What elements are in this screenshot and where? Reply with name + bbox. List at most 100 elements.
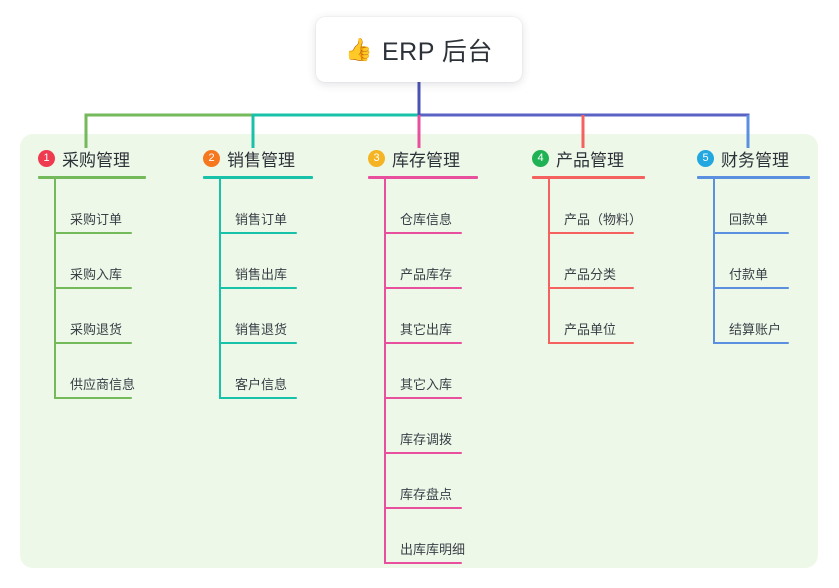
branch-number-badge: 4 [532,149,549,167]
branch-item-label: 回款单 [729,212,769,227]
branch-item-rule [219,287,297,289]
branch-item-rule [713,342,789,344]
branch-item-rule [548,342,634,344]
branch-item-rule [54,287,132,289]
root-title: 👍 ERP 后台 [345,32,493,68]
branch-column-2: 2 销售管理销售订单销售出库销售退货客户信息 [203,145,353,399]
branch-item-rule [384,232,462,234]
branch-header-rule [532,176,645,179]
root-title-text: ERP 后台 [382,37,493,66]
branch-item[interactable]: 采购退货 [54,289,188,344]
branch-item-label: 采购入库 [70,267,123,282]
branch-spine [713,179,715,344]
branch-item[interactable]: 库存调拨 [384,399,518,454]
branch-item[interactable]: 其它入库 [384,344,518,399]
branch-item-list: 采购订单采购入库采购退货供应商信息 [38,179,188,399]
branch-item-rule [54,342,132,344]
root-node[interactable]: 👍 ERP 后台 [316,17,522,82]
branch-item-label: 仓库信息 [400,212,453,227]
branch-item-rule [219,342,297,344]
branch-item-label: 付款单 [729,267,769,282]
branch-item[interactable]: 回款单 [713,179,832,234]
branch-header-5[interactable]: 5 财务管理 [697,145,832,171]
branch-item[interactable]: 客户信息 [219,344,353,399]
branch-item[interactable]: 产品（物料） [548,179,682,234]
branch-item-rule [713,232,789,234]
branch-item-label: 产品单位 [564,322,617,337]
branch-title: 产品管理 [556,150,624,170]
branch-item-label: 出库库明细 [400,542,466,557]
branch-item-rule [219,232,297,234]
branch-item-rule [548,287,634,289]
branch-item-label: 采购订单 [70,212,123,227]
branch-title: 销售管理 [227,150,295,170]
branch-item-rule [384,562,462,564]
branch-header-rule [38,176,146,179]
branch-title: 库存管理 [392,150,460,170]
branch-header-2[interactable]: 2 销售管理 [203,145,353,171]
branch-item-rule [384,507,462,509]
branch-header-4[interactable]: 4 产品管理 [532,145,682,171]
branch-item-rule [713,287,789,289]
branch-item[interactable]: 销售退货 [219,289,353,344]
branch-item[interactable]: 产品库存 [384,234,518,289]
branch-item[interactable]: 供应商信息 [54,344,188,399]
branch-item-label: 销售订单 [235,212,288,227]
branch-spine [219,179,221,399]
branch-item-rule [384,342,462,344]
branch-item-list: 产品（物料） 产品分类产品单位 [532,179,682,344]
branch-number-badge: 1 [38,149,55,167]
branch-item[interactable]: 产品分类 [548,234,682,289]
branch-item-label: 结算账户 [729,322,782,337]
branch-title: 财务管理 [721,150,789,170]
branch-item-label: 其它入库 [400,377,453,392]
diagram-panel [20,134,818,568]
branch-item[interactable]: 出库库明细 [384,509,518,564]
branch-item[interactable]: 销售订单 [219,179,353,234]
branch-item-list: 回款单付款单结算账户 [697,179,832,344]
branch-item[interactable]: 结算账户 [713,289,832,344]
branch-item-label: 销售出库 [235,267,288,282]
branch-item-rule [219,397,297,399]
branch-column-4: 4 产品管理产品（物料） 产品分类产品单位 [532,145,682,344]
branch-item-label: 库存调拨 [400,432,453,447]
branch-item-label: 采购退货 [70,322,123,337]
branch-header-1[interactable]: 1 采购管理 [38,145,188,171]
branch-item-rule [54,397,132,399]
branch-spine [548,179,550,344]
branch-spine [54,179,56,399]
branch-header-rule [203,176,313,179]
branch-item-label: 产品（物料） [564,212,643,227]
branch-item[interactable]: 采购入库 [54,234,188,289]
branch-header-rule [697,176,810,179]
branch-number-badge: 5 [697,149,714,167]
branch-item[interactable]: 产品单位 [548,289,682,344]
branch-column-1: 1 采购管理采购订单采购入库采购退货供应商信息 [38,145,188,399]
branch-item-rule [384,452,462,454]
branch-item[interactable]: 销售出库 [219,234,353,289]
branch-item-rule [384,287,462,289]
thumbs-up-icon: 👍 [345,36,373,62]
branch-item-label: 其它出库 [400,322,453,337]
branch-item-label: 供应商信息 [70,377,136,392]
branch-item[interactable]: 付款单 [713,234,832,289]
branch-item[interactable]: 库存盘点 [384,454,518,509]
branch-item-rule [384,397,462,399]
branch-item-rule [548,232,634,234]
branch-item-label: 产品分类 [564,267,617,282]
branch-item-label: 销售退货 [235,322,288,337]
branch-item-label: 库存盘点 [400,487,453,502]
branch-spine [384,179,386,564]
branch-item-label: 产品库存 [400,267,453,282]
branch-item-rule [54,232,132,234]
branch-item[interactable]: 仓库信息 [384,179,518,234]
branch-column-5: 5 财务管理回款单付款单结算账户 [697,145,832,344]
branch-number-badge: 2 [203,149,220,167]
branch-item[interactable]: 其它出库 [384,289,518,344]
branch-title: 采购管理 [62,150,130,170]
branch-item[interactable]: 采购订单 [54,179,188,234]
branch-item-label: 客户信息 [235,377,288,392]
